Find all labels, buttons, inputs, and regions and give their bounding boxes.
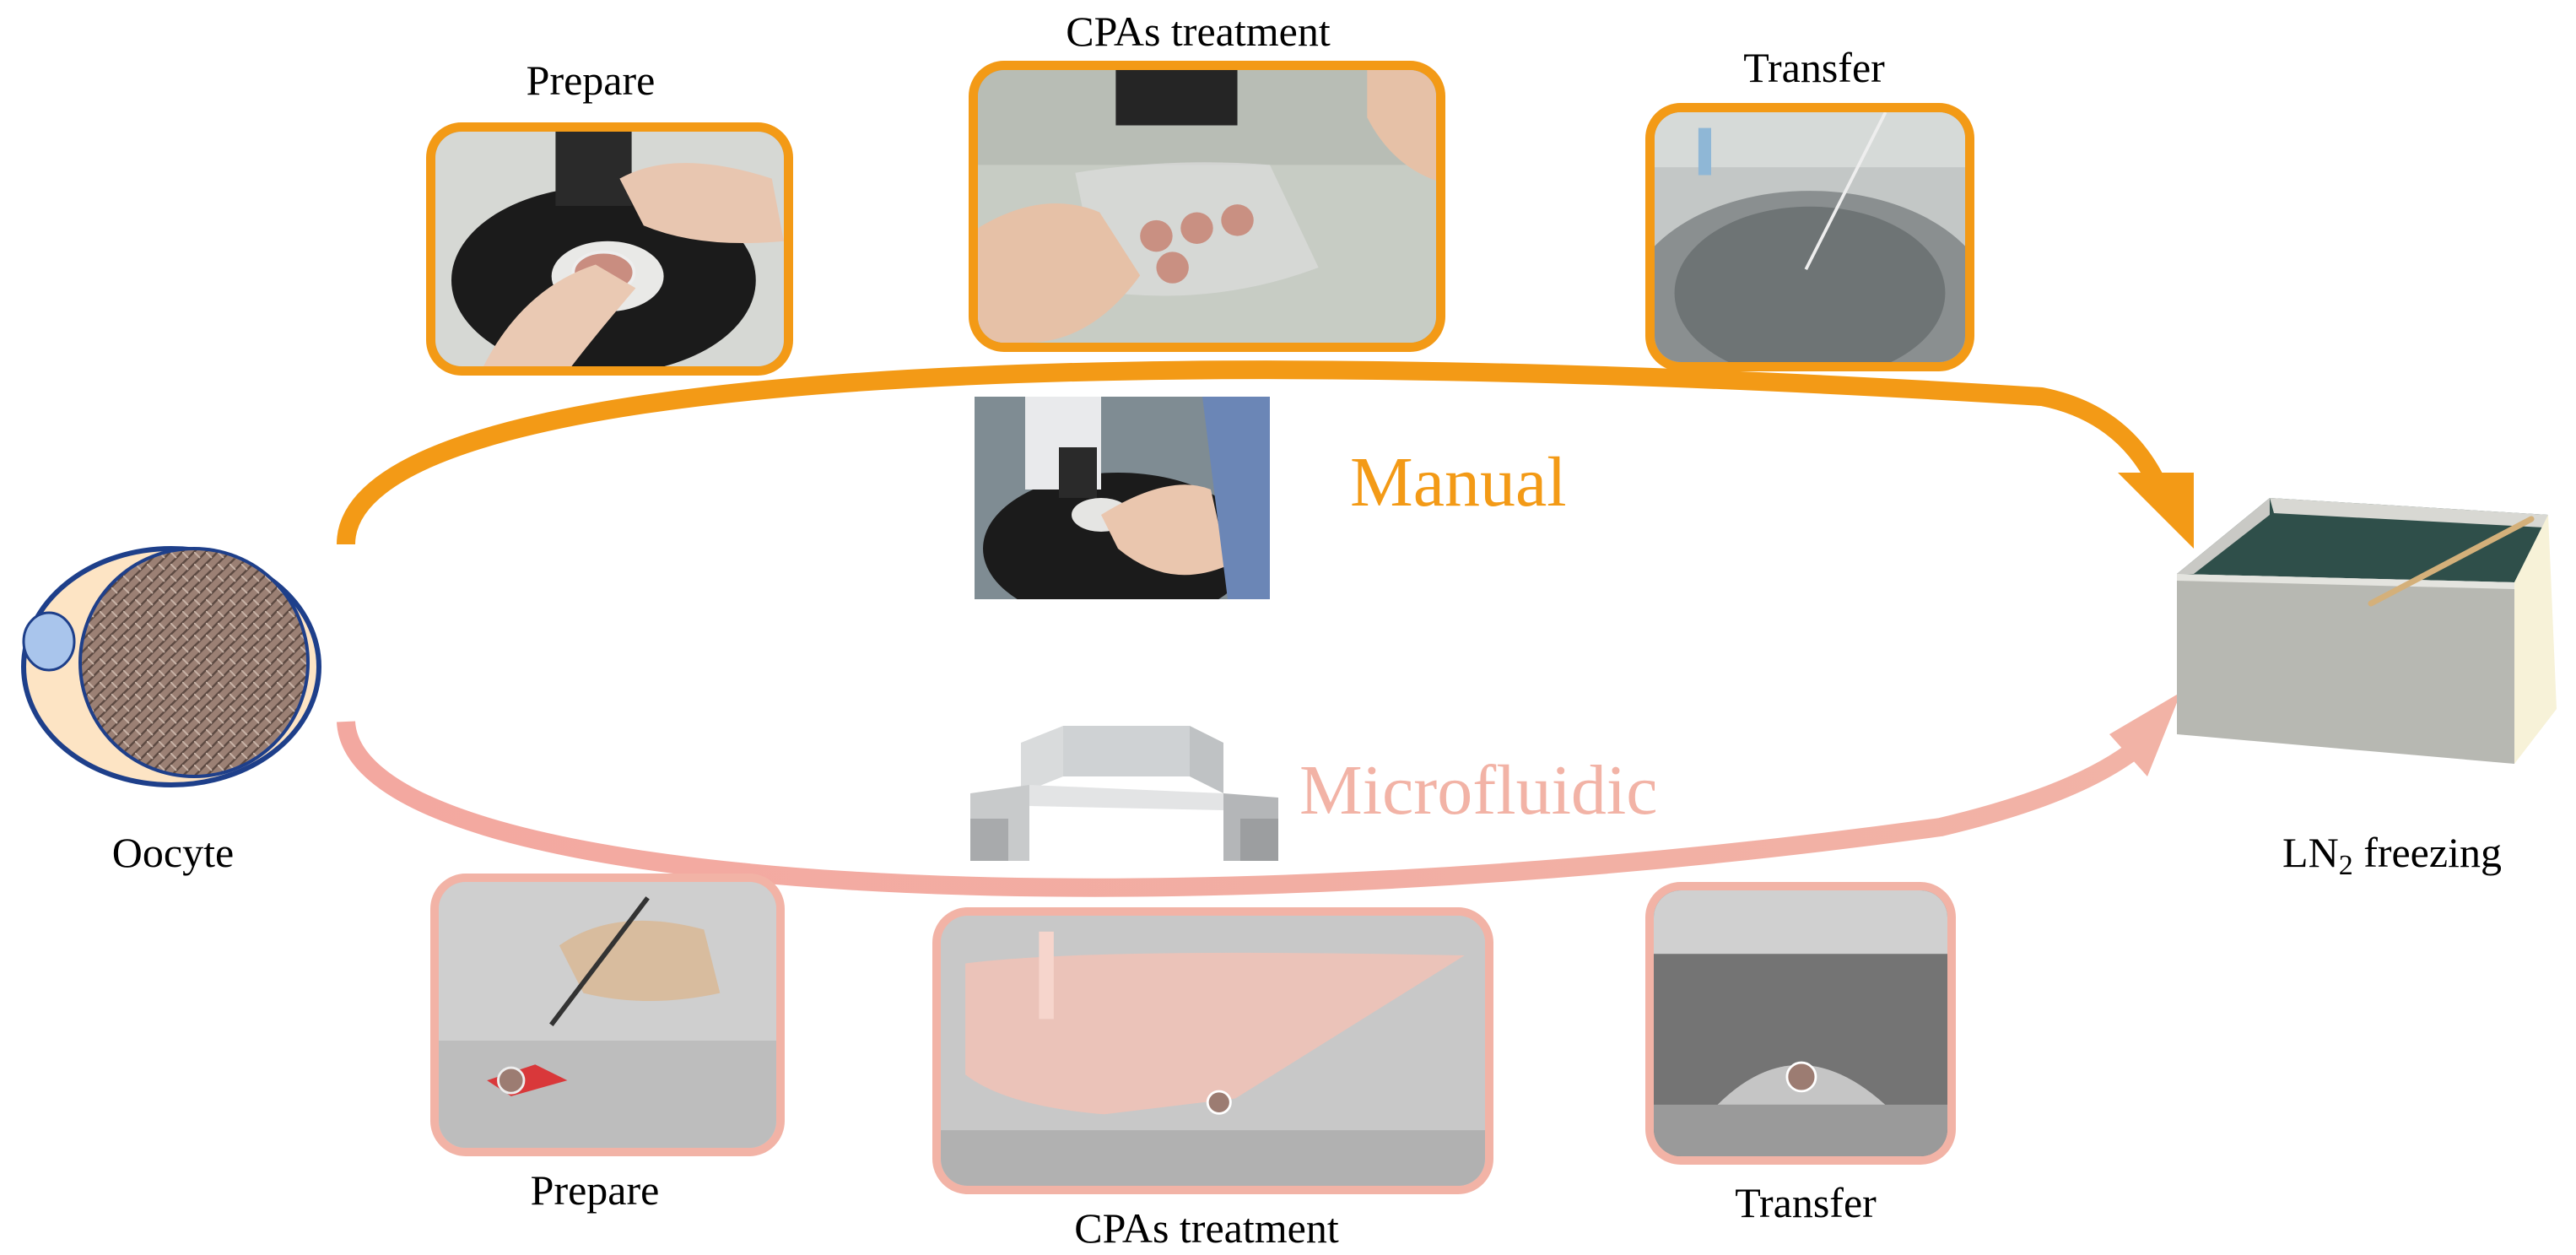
manual-cpas-photo bbox=[969, 61, 1445, 352]
ln2-tank-icon bbox=[2177, 498, 2557, 764]
manual-prepare-label: Prepare bbox=[526, 57, 656, 104]
oocyte-label: Oocyte bbox=[111, 829, 235, 876]
manual-transfer-label: Transfer bbox=[1743, 44, 1885, 91]
microfluidic-flow-arrow bbox=[337, 720, 2150, 897]
manual-arrowhead bbox=[2118, 473, 2194, 549]
oocyte-cytoplasm bbox=[78, 547, 310, 778]
oocyte-icon bbox=[21, 546, 321, 787]
oocyte-nucleus bbox=[22, 611, 76, 672]
microfluidic-arrowhead bbox=[2109, 692, 2181, 776]
microfluidic-transfer-label: Transfer bbox=[1735, 1179, 1877, 1226]
manual-cpas-label: CPAs treatment bbox=[1066, 8, 1331, 55]
manual-transfer-photo bbox=[1645, 103, 1974, 371]
microfluidic-method-label: Microfluidic bbox=[1299, 751, 1658, 830]
microfluidic-cpas-label: CPAs treatment bbox=[1074, 1204, 1339, 1252]
manual-prepare-photo bbox=[426, 122, 793, 376]
microfluidic-prepare-render bbox=[430, 874, 785, 1156]
ln2-freezing-label: LN2 freezing bbox=[2282, 829, 2502, 881]
manual-flow-arrow bbox=[337, 360, 2169, 545]
manual-method-label: Manual bbox=[1350, 443, 1567, 522]
microfluidic-prepare-label: Prepare bbox=[530, 1166, 660, 1214]
straw bbox=[2368, 516, 2535, 607]
microfluidic-transfer-render bbox=[1645, 882, 1956, 1165]
microfluidic-cpas-render bbox=[932, 907, 1493, 1194]
microfluidic-chip-render bbox=[970, 726, 1278, 861]
manual-workstation-photo bbox=[975, 397, 1270, 599]
